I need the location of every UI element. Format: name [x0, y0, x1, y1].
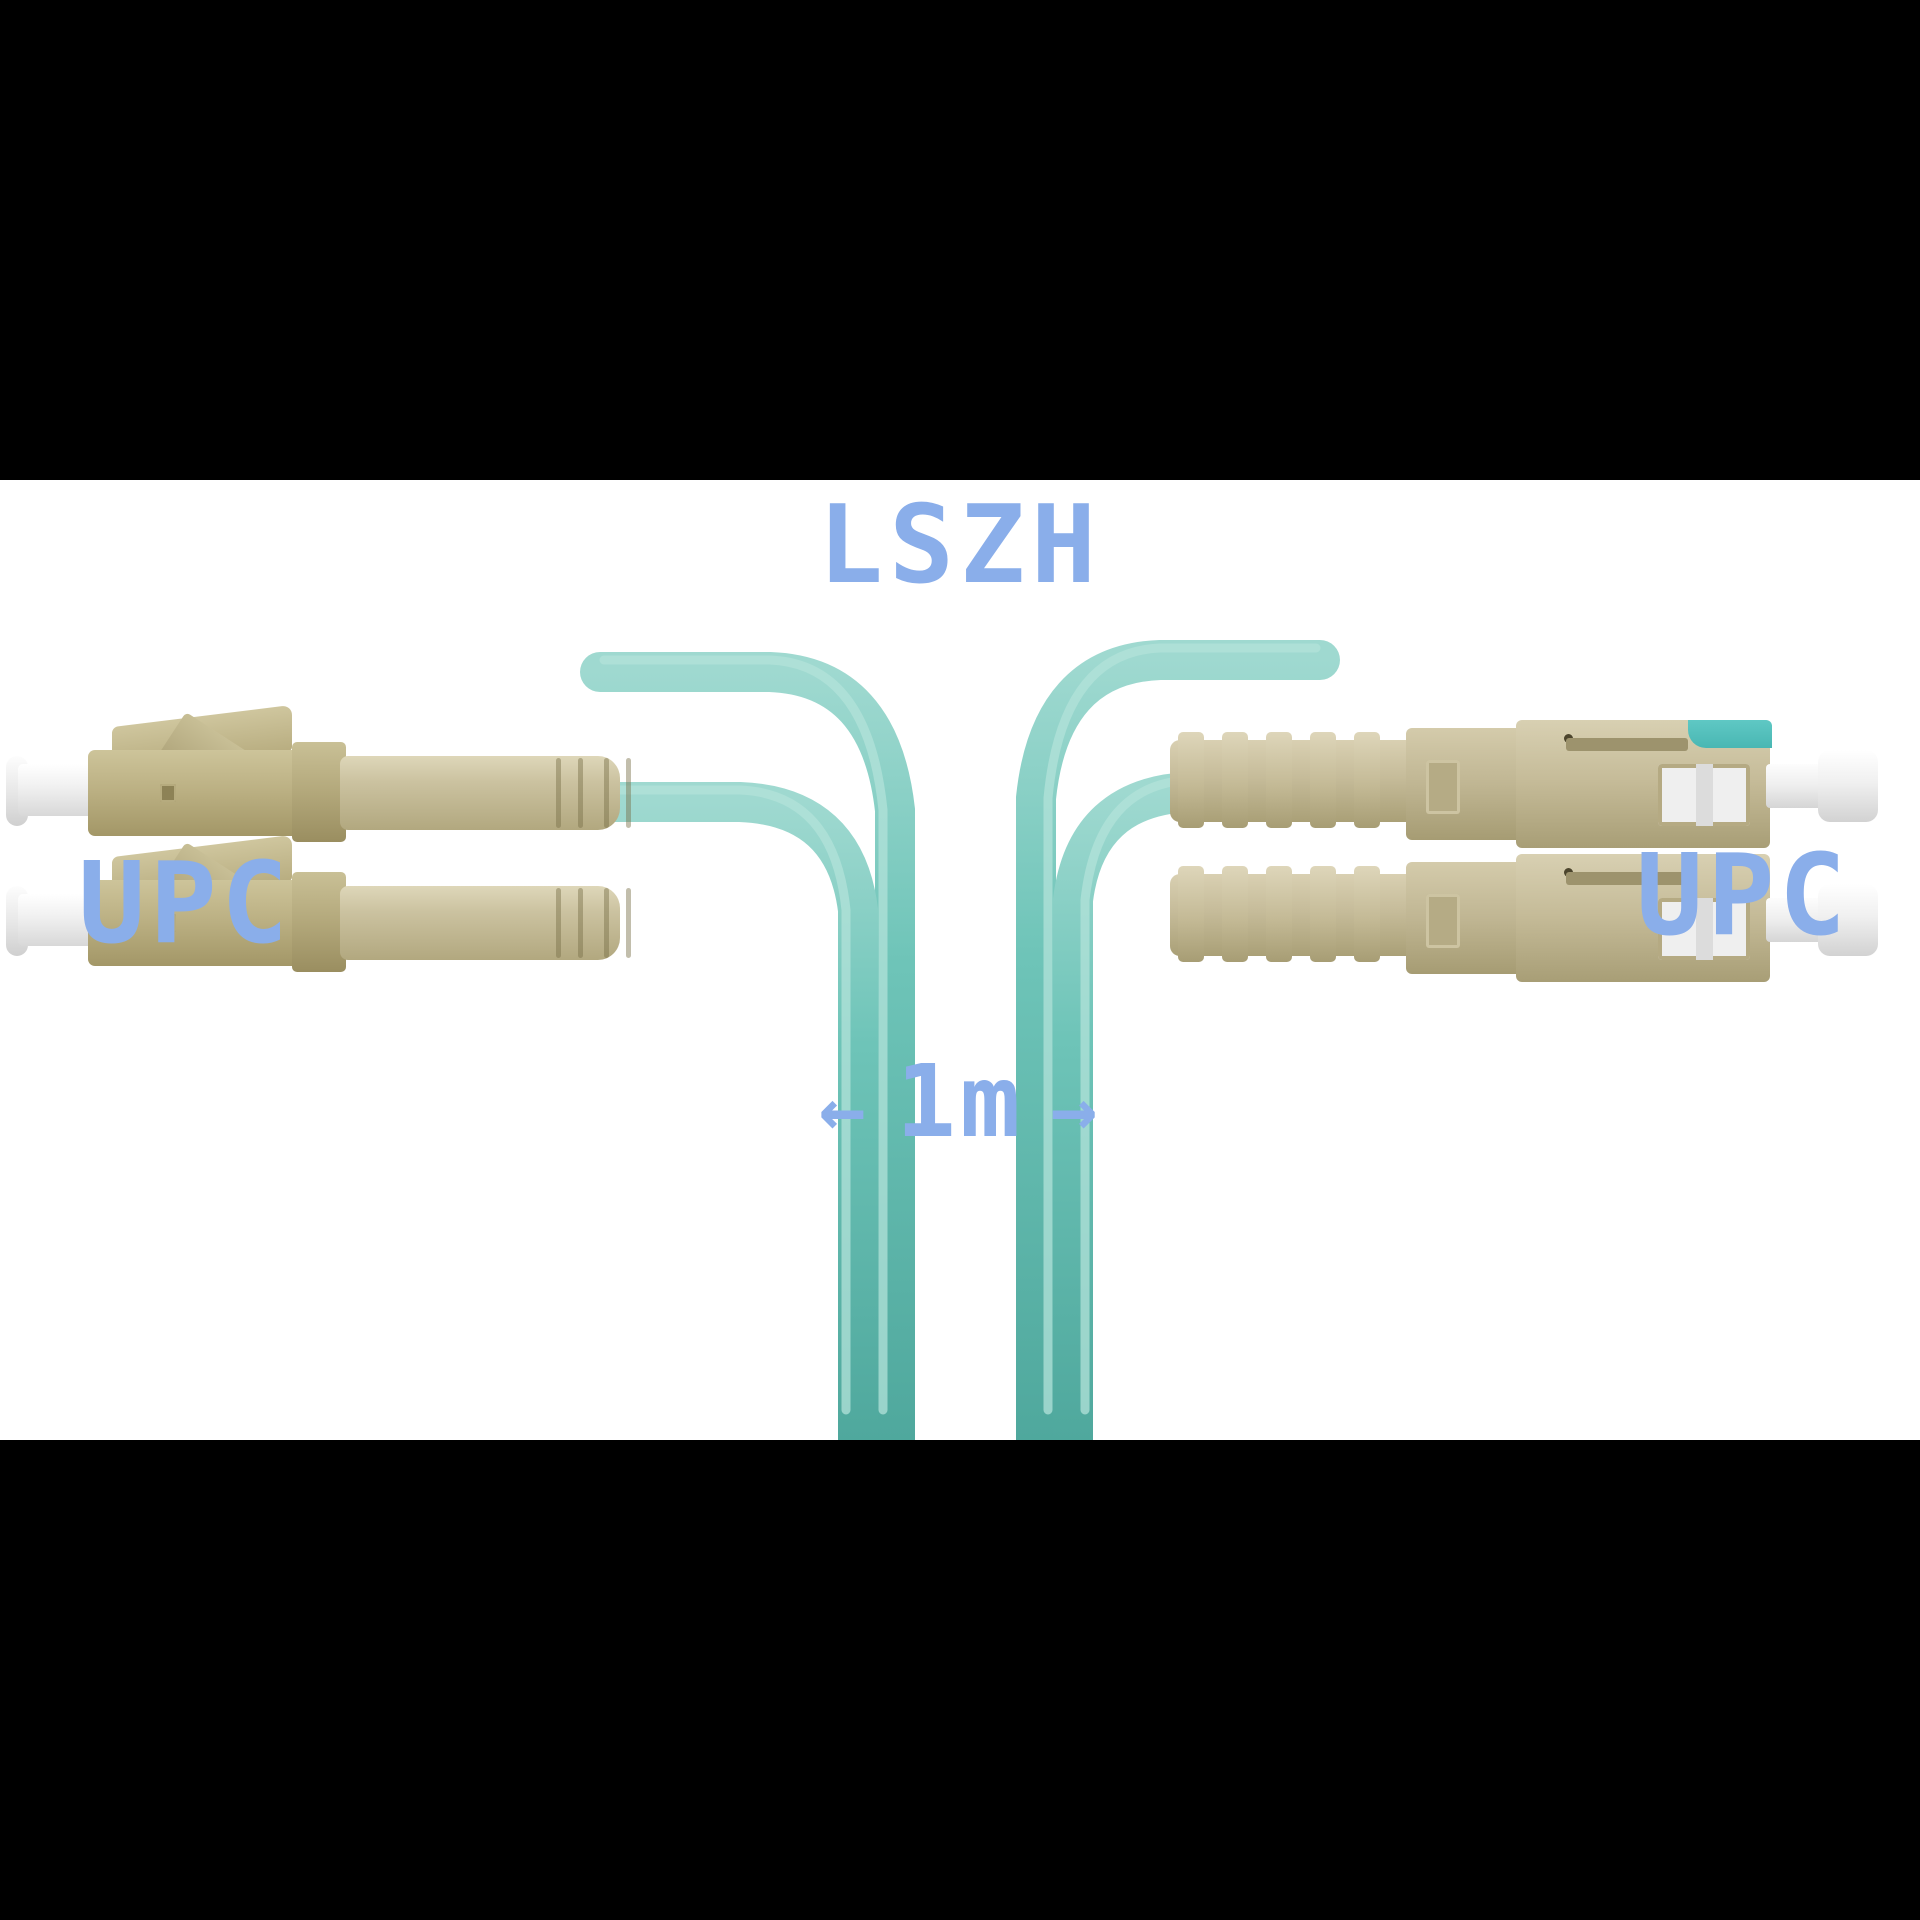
lc-boot-ring [578, 758, 583, 828]
letterbox-bar-top [0, 0, 1920, 480]
lc-strain-relief-boot [340, 756, 620, 830]
sc-connector-lower [1160, 836, 1920, 1006]
lc-housing-window [160, 784, 176, 802]
sc-boot-rib [1354, 866, 1380, 962]
lc-boot-ring [556, 758, 561, 828]
sc-hood-plate [1426, 894, 1460, 948]
sc-hood-plate [1426, 760, 1460, 814]
jacket-rating-label: LSZH [817, 483, 1103, 608]
sc-boot-rib [1310, 866, 1336, 962]
lc-connector-upper [0, 704, 720, 872]
letterbox-bar-bottom [0, 1440, 1920, 1920]
sc-boot-rib [1222, 732, 1248, 828]
lc-ferrule [18, 764, 96, 816]
polish-type-label-left: UPC [78, 839, 293, 969]
sc-hood [1406, 728, 1526, 840]
sc-boot-rib [1354, 732, 1380, 828]
lc-strain-relief-boot [340, 886, 620, 960]
sc-connector-upper [1160, 702, 1920, 872]
sc-shell-slot [1566, 738, 1688, 751]
lc-boot-ring [626, 758, 631, 828]
product-canvas: LSZH UPC UPC ←1m→ [0, 480, 1920, 1440]
lc-collar [292, 742, 346, 842]
arrow-right-icon: → [1050, 1065, 1102, 1155]
lc-boot-ring [578, 888, 583, 958]
sc-boot-rib [1222, 866, 1248, 962]
lc-collar [292, 872, 346, 972]
lc-boot-ring [626, 888, 631, 958]
arrow-left-icon: ← [818, 1065, 870, 1155]
lc-boot-ring [556, 888, 561, 958]
sc-boot-rib [1178, 866, 1204, 962]
sc-boot-rib [1178, 732, 1204, 828]
sc-boot-rib [1266, 732, 1292, 828]
sc-accent-stripe [1688, 720, 1772, 748]
sc-boot-rib [1266, 866, 1292, 962]
lc-boot-ring [604, 758, 609, 828]
lc-connector-lower [0, 834, 720, 1002]
lc-boot-ring [604, 888, 609, 958]
sc-boot-rib [1310, 732, 1336, 828]
sc-hood [1406, 862, 1526, 974]
polish-type-label-right: UPC [1635, 831, 1850, 961]
cable-length-label: ←1m→ [0, 1052, 1920, 1152]
sc-strain-relief-boot [1170, 874, 1420, 956]
sc-shell-notch-bar [1696, 898, 1713, 960]
sc-shell-slot [1566, 872, 1688, 885]
lc-housing [88, 880, 306, 966]
lc-housing-window [160, 914, 176, 932]
lc-housing [88, 750, 306, 836]
cable-length-value: 1m [895, 1043, 1025, 1160]
sc-ferrule-cap [1818, 750, 1878, 822]
sc-shell-notch-bar [1696, 764, 1713, 826]
lc-ferrule [18, 894, 96, 946]
sc-ferrule-cap [1818, 884, 1878, 956]
sc-strain-relief-boot [1170, 740, 1420, 822]
